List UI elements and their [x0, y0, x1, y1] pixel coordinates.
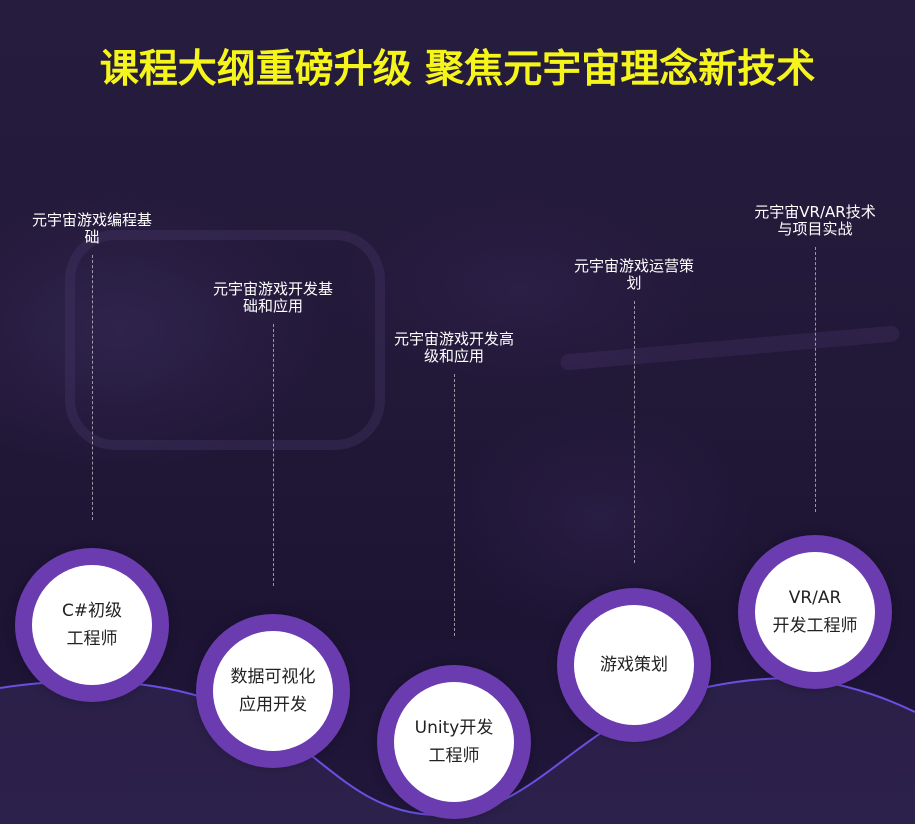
career-label: 应用开发: [239, 695, 307, 715]
topic-label-2: 元宇宙游戏开发基 础和应用: [188, 281, 358, 315]
connector-line-3: [454, 374, 455, 636]
career-label: 游戏策划: [600, 655, 668, 675]
topic-label-line: 础: [84, 228, 100, 246]
career-label: VR/AR: [788, 588, 842, 608]
career-node-inner: VR/AR 开发工程师: [755, 552, 875, 672]
career-label: Unity开发: [414, 718, 494, 738]
topic-label-line: 元宇宙游戏运营策: [573, 257, 694, 275]
topic-label-line: 元宇宙游戏编程基: [31, 211, 152, 229]
career-label: C#初级: [61, 601, 123, 621]
connector-line-1: [92, 255, 93, 520]
connector-line-2: [273, 324, 274, 586]
connector-line-4: [634, 301, 635, 563]
topic-label-5: 元宇宙VR/AR技术 与项目实战: [730, 204, 900, 238]
topic-label-4: 元宇宙游戏运营策 划: [549, 258, 719, 292]
topic-label-line: 元宇宙游戏开发基: [212, 280, 333, 298]
topic-label-line: 划: [626, 274, 642, 292]
career-label: 工程师: [66, 629, 118, 649]
career-node-game-design[interactable]: 游戏策划: [557, 588, 711, 742]
career-node-csharp[interactable]: C#初级 工程师: [15, 548, 169, 702]
topic-label-line: 与项目实战: [777, 220, 853, 238]
background-vr-headset-shape: [65, 230, 385, 450]
career-node-inner: C#初级 工程师: [32, 565, 152, 685]
career-label: 数据可视化: [230, 667, 316, 687]
career-node-data-visualization[interactable]: 数据可视化 应用开发: [196, 614, 350, 768]
topic-label-line: 元宇宙VR/AR技术: [754, 203, 876, 221]
topic-label-1: 元宇宙游戏编程基 础: [7, 212, 177, 246]
career-label: 工程师: [428, 746, 480, 766]
topic-label-line: 础和应用: [242, 297, 303, 315]
career-label: 开发工程师: [772, 616, 858, 636]
topic-label-line: 元宇宙游戏开发高: [393, 330, 514, 348]
connector-line-5: [815, 247, 816, 512]
career-node-vr-ar[interactable]: VR/AR 开发工程师: [738, 535, 892, 689]
career-node-unity[interactable]: Unity开发 工程师: [377, 665, 531, 819]
topic-label-3: 元宇宙游戏开发高 级和应用: [369, 331, 539, 365]
page-title: 课程大纲重磅升级 聚焦元宇宙理念新技术: [99, 47, 816, 92]
career-node-inner: 数据可视化 应用开发: [213, 631, 333, 751]
career-node-inner: Unity开发 工程师: [394, 682, 514, 802]
career-node-inner: 游戏策划: [574, 605, 694, 725]
topic-label-line: 级和应用: [423, 347, 484, 365]
